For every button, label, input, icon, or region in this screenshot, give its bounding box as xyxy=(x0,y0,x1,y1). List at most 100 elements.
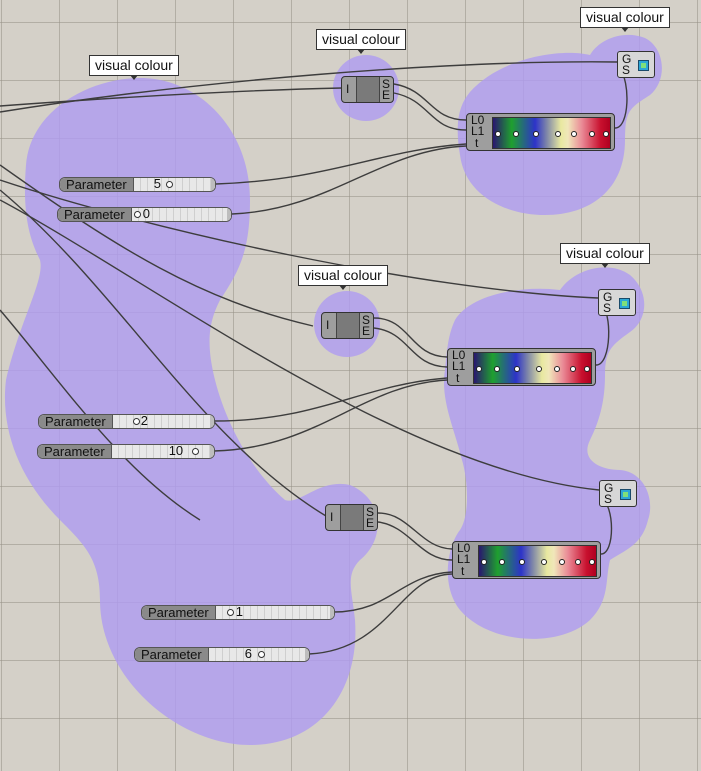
gradient-grip[interactable] xyxy=(571,131,577,137)
gradient-grip[interactable] xyxy=(575,559,581,565)
group-label: visual colour xyxy=(316,29,406,54)
gradient-grip[interactable] xyxy=(519,559,525,565)
slider-name: Parameter xyxy=(135,648,209,661)
number-slider[interactable]: Parameter 1 xyxy=(141,605,335,620)
input-label: S xyxy=(622,63,631,77)
input-label: I xyxy=(326,318,330,332)
gradient-grip[interactable] xyxy=(570,366,576,372)
gradient-grip[interactable] xyxy=(589,131,595,137)
gradient-preview[interactable] xyxy=(492,117,611,149)
gradient-grip[interactable] xyxy=(499,559,505,565)
number-slider[interactable]: Parameter 10 xyxy=(37,444,215,459)
group-blob-mid-right[interactable] xyxy=(443,267,651,639)
output-label: S xyxy=(362,313,371,327)
output-label: E xyxy=(382,88,391,102)
gradient-preview[interactable] xyxy=(478,545,597,577)
gradient-grip[interactable] xyxy=(476,366,482,372)
input-label: L1 xyxy=(457,552,471,566)
slider-name: Parameter xyxy=(58,208,132,221)
slider-track[interactable]: 1 xyxy=(215,605,334,619)
slider-end xyxy=(210,415,214,428)
input-label: L0 xyxy=(471,113,485,127)
preview-icon xyxy=(619,298,630,309)
gradient-grip[interactable] xyxy=(481,559,487,565)
input-label: S xyxy=(604,492,613,506)
gradient-grip[interactable] xyxy=(541,559,547,565)
gradient-grip[interactable] xyxy=(554,366,560,372)
input-label: G xyxy=(603,290,613,304)
input-label: L1 xyxy=(452,359,466,373)
output-label: E xyxy=(362,324,371,338)
slider-end xyxy=(305,648,309,661)
slider-track[interactable]: 10 xyxy=(111,444,214,458)
gradient-grip[interactable] xyxy=(533,131,539,137)
slider-value: 2 xyxy=(140,414,148,428)
domain-component[interactable]: I S E xyxy=(321,312,374,339)
slider-name: Parameter xyxy=(39,415,113,428)
input-label: G xyxy=(622,52,632,66)
group-label: visual colour xyxy=(298,265,388,290)
slider-end xyxy=(210,445,214,458)
slider-track[interactable]: 5 xyxy=(133,177,215,191)
input-label: I xyxy=(330,510,334,524)
gradient-grip[interactable] xyxy=(494,366,500,372)
preview-icon xyxy=(620,489,631,500)
slider-track[interactable]: 0 xyxy=(131,208,231,221)
wires xyxy=(0,61,628,655)
input-label: t xyxy=(456,371,460,385)
input-label: t xyxy=(475,136,479,150)
output-label: S xyxy=(366,505,375,519)
number-slider[interactable]: Parameter 2 xyxy=(38,414,215,429)
gradient-grip[interactable] xyxy=(589,559,595,565)
number-slider[interactable]: Parameter 0 xyxy=(57,207,232,222)
group-blob-left[interactable] xyxy=(4,78,378,745)
gradient-component[interactable]: L0 L1 t xyxy=(447,348,596,386)
number-slider[interactable]: Parameter 6 xyxy=(134,647,310,662)
input-label: S xyxy=(603,301,612,315)
slider-value: 6 xyxy=(244,647,252,661)
slider-knob[interactable] xyxy=(165,181,173,188)
preview-icon xyxy=(638,60,649,71)
gradient-grip[interactable] xyxy=(559,559,565,565)
custom-preview-component[interactable]: G S xyxy=(598,289,636,316)
slider-knob[interactable] xyxy=(257,651,265,658)
slider-track[interactable]: 2 xyxy=(112,414,214,428)
slider-end xyxy=(330,606,334,619)
output-label: S xyxy=(382,77,391,91)
slider-knob[interactable] xyxy=(226,609,234,616)
domain-component[interactable]: I S E xyxy=(341,76,394,103)
slider-value: 1 xyxy=(235,605,243,619)
gradient-grip[interactable] xyxy=(584,366,590,372)
input-label: t xyxy=(461,564,465,578)
gradient-component[interactable]: L0 L1 t xyxy=(452,541,601,579)
group-label: visual colour xyxy=(560,243,650,268)
slider-knob[interactable] xyxy=(132,418,140,425)
slider-value: 10 xyxy=(168,444,184,458)
gradient-grip[interactable] xyxy=(514,366,520,372)
slider-track[interactable]: 6 xyxy=(208,647,309,661)
output-label: E xyxy=(366,516,375,530)
custom-preview-component[interactable]: G S xyxy=(617,51,655,78)
input-label: L0 xyxy=(452,348,466,362)
slider-knob[interactable] xyxy=(133,211,141,218)
gradient-component[interactable]: L0 L1 t xyxy=(466,113,615,151)
slider-value: 5 xyxy=(153,177,161,191)
slider-end xyxy=(211,178,215,191)
gradient-grip[interactable] xyxy=(513,131,519,137)
gradient-grip[interactable] xyxy=(603,131,609,137)
input-label: G xyxy=(604,481,614,495)
custom-preview-component[interactable]: G S xyxy=(599,480,637,507)
gradient-grip[interactable] xyxy=(536,366,542,372)
slider-name: Parameter xyxy=(60,178,134,191)
gradient-preview[interactable] xyxy=(473,352,592,384)
slider-end xyxy=(227,208,231,221)
slider-knob[interactable] xyxy=(191,448,199,455)
gradient-grip[interactable] xyxy=(495,131,501,137)
gradient-grip[interactable] xyxy=(555,131,561,137)
group-label: visual colour xyxy=(580,7,670,32)
domain-component[interactable]: I S E xyxy=(325,504,378,531)
component-icon xyxy=(356,77,380,102)
number-slider[interactable]: Parameter 5 xyxy=(59,177,216,192)
component-icon xyxy=(340,505,364,530)
